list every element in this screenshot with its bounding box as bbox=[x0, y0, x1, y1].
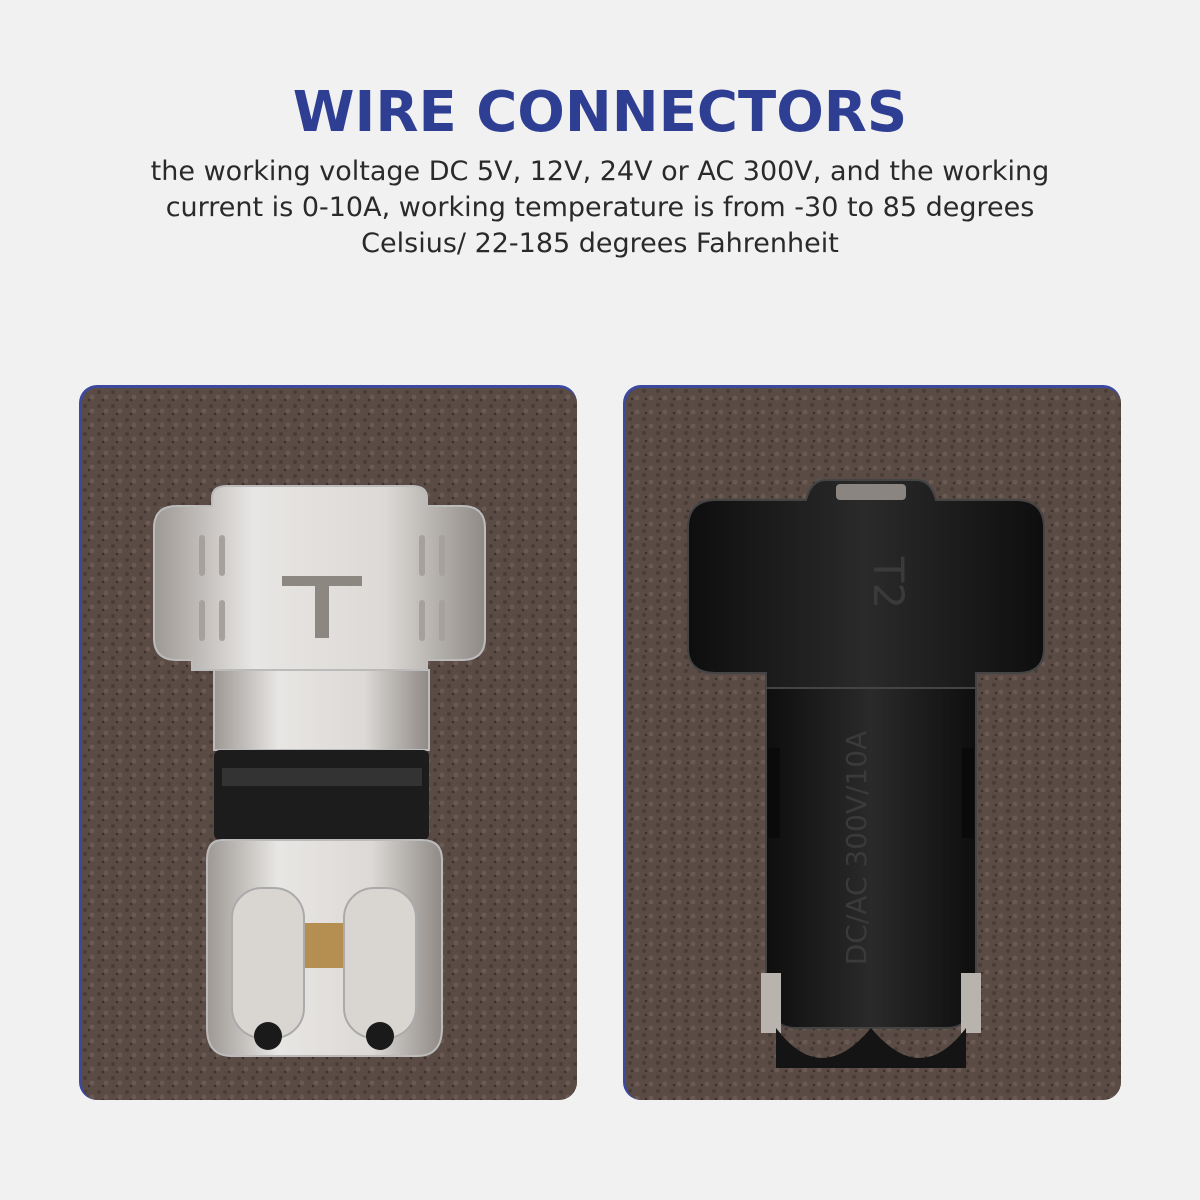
black-connector-photo: T2 DC/AC 300V/10A bbox=[623, 385, 1121, 1100]
rating-marking: DC/AC 300V/10A bbox=[840, 731, 873, 965]
clear-connector-photo bbox=[79, 385, 577, 1100]
black-connector-illustration: T2 DC/AC 300V/10A bbox=[626, 388, 1121, 1100]
spec-description: the working voltage DC 5V, 12V, 24V or A… bbox=[100, 154, 1100, 262]
spec-line-1: the working voltage DC 5V, 12V, 24V or A… bbox=[150, 156, 1050, 187]
page-title: WIRE CONNECTORS bbox=[292, 80, 908, 145]
spec-line-3: Celsius/ 22-185 degrees Fahrenheit bbox=[361, 228, 839, 259]
t2-marking: T2 bbox=[864, 556, 913, 609]
clear-connector-illustration bbox=[82, 388, 577, 1100]
spec-line-2: current is 0-10A, working temperature is… bbox=[165, 192, 1035, 223]
